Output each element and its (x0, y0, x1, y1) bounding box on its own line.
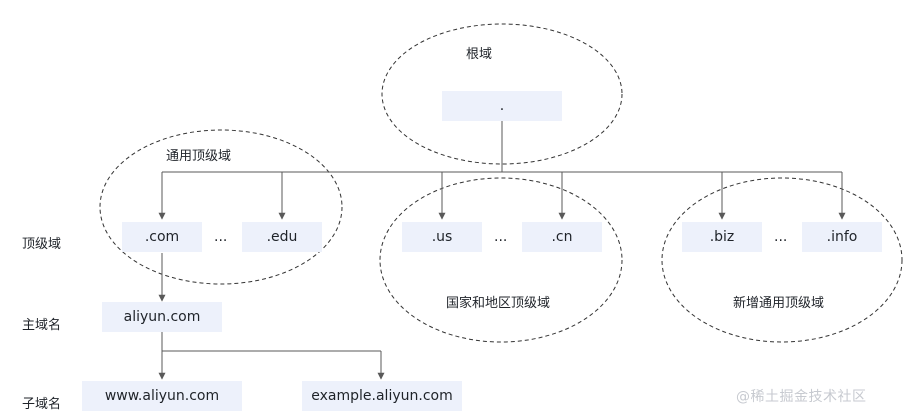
generic-tld-label: 通用顶级域 (166, 149, 232, 164)
level-label-tld: 顶级域 (22, 237, 62, 252)
new-ellipsis: ... (774, 229, 788, 245)
new-tld-label: 新增通用顶级域 (733, 296, 825, 311)
generic-tld-ellipse (99, 129, 343, 285)
country-tld-label: 国家和地区顶级域 (446, 296, 551, 311)
watermark: @稀土掘金技术社区 (736, 389, 867, 405)
level-label-sub: 子域名 (22, 397, 62, 412)
root-ellipse (381, 23, 623, 165)
node-com: .com (122, 222, 202, 252)
country-tld-ellipse (379, 177, 623, 343)
main-domain-node: aliyun.com (102, 302, 222, 332)
generic-ellipsis: ... (214, 229, 228, 245)
subdomain-example-node: example.aliyun.com (302, 381, 462, 411)
node-info: .info (802, 222, 882, 252)
root-node: . (442, 91, 562, 121)
node-biz: .biz (682, 222, 762, 252)
root-label: 根域 (466, 47, 493, 62)
new-tld-ellipse (661, 177, 903, 343)
node-edu: .edu (242, 222, 322, 252)
node-us: .us (402, 222, 482, 252)
country-ellipsis: ... (494, 229, 508, 245)
level-label-main: 主域名 (22, 318, 62, 333)
subdomain-www-node: www.aliyun.com (82, 381, 242, 411)
node-cn: .cn (522, 222, 602, 252)
